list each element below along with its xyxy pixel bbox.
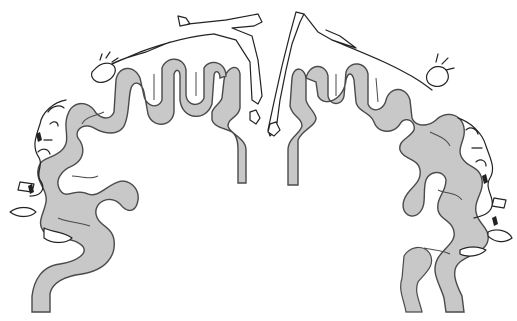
- right-cortex-ribbon: [288, 69, 316, 185]
- left-arm: [108, 42, 170, 66]
- right-hand: [427, 54, 454, 86]
- right-temporal-ribbon: [401, 247, 432, 312]
- left-hemisphere: [32, 59, 246, 312]
- right-knee: [268, 122, 280, 136]
- right-throat: [460, 247, 486, 256]
- right-torso: [332, 40, 432, 90]
- left-cortex-gyri: [32, 59, 226, 312]
- left-hand: [92, 52, 118, 82]
- left-toes: [250, 110, 260, 124]
- right-cortex-gyri: [306, 64, 488, 312]
- right-hemisphere: [288, 64, 488, 312]
- left-torso: [108, 34, 214, 66]
- left-cortex-ribbon: [212, 67, 246, 183]
